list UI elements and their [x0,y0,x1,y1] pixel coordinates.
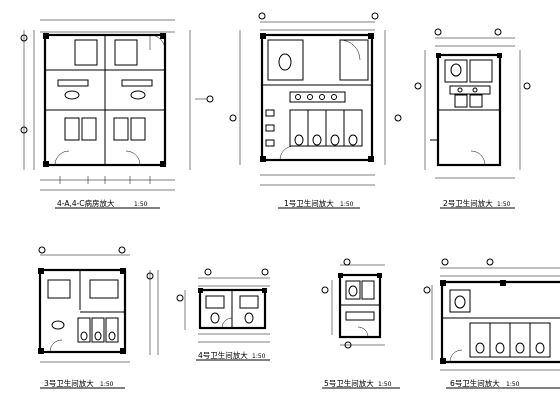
scale-toilet-3: 1:50 [100,381,114,388]
plan-toilet-2 [414,28,531,179]
caption-toilet-2: 2号卫生间放大 [443,198,493,208]
caption-toilet-3: 3号卫生间放大 [44,378,94,388]
caption-toilet-5: 5号卫生间放大 [324,378,374,388]
caption-ward-4a-4c: 4-A,4-C病房放大 [57,198,115,208]
plan-toilet-4 [176,268,270,343]
plan-toilet-6 [423,258,560,371]
plan-toilet-1 [229,12,402,186]
scale-toilet-4: 1:50 [252,353,266,360]
caption-toilet-4: 4号卫生间放大 [198,350,248,360]
plan-toilet-3 [38,246,159,363]
scale-toilet-1: 1:50 [340,201,354,208]
scale-toilet-5: 1:50 [378,381,392,388]
caption-toilet-1: 1号卫生间放大 [284,198,334,208]
scale-toilet-6: 1:50 [506,381,520,388]
plan-ward-4a-4c [20,19,214,191]
scale-toilet-2: 1:50 [497,201,511,208]
caption-toilet-6: 6号卫生间放大 [450,378,500,388]
plan-toilet-5 [321,258,385,349]
scale-ward-4a-4c: 1:50 [134,201,148,208]
